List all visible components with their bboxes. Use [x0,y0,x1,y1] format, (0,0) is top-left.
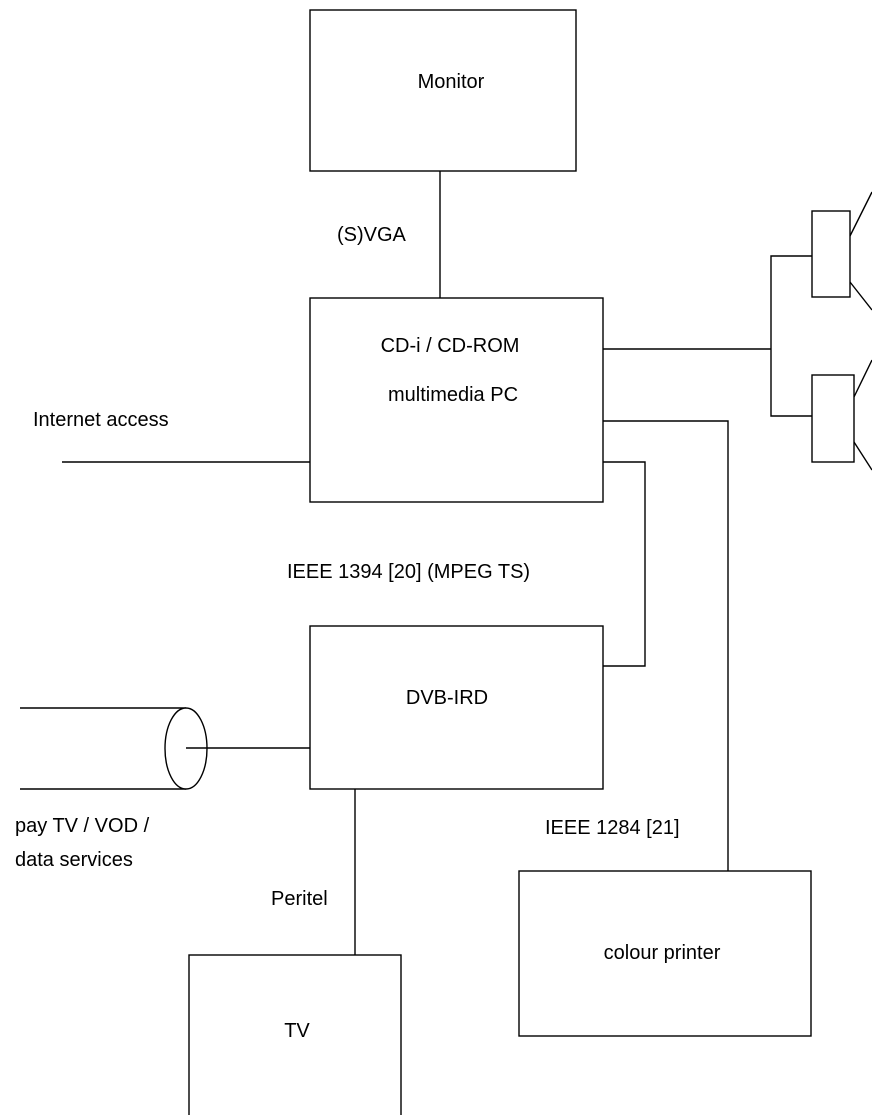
speaker-top-cone-upper [849,191,872,237]
ieee1284-wire [603,420,729,871]
speaker-top [811,191,872,311]
ird-node: DVB-IRD [309,625,604,790]
cable-label-line2: data services [15,849,133,871]
monitor-label: Monitor [418,71,485,93]
tv-label: TV [284,1020,310,1042]
speaker-bottom-cone-upper [853,359,872,398]
speaker-bottom-cone-lower [853,441,872,471]
peritel-label: Peritel [271,888,328,910]
cable-label-line1: pay TV / VOD / [15,815,150,837]
speaker-splitter [770,255,812,417]
printer-label: colour printer [604,942,721,964]
ird-box [309,625,604,790]
pc-label-line2: multimedia PC [388,384,518,406]
ieee1394-wire [603,461,646,667]
ieee1394-label: IEEE 1394 [20] (MPEG TS) [287,561,530,583]
speaker-bottom [811,359,872,471]
pc-box [309,297,604,503]
speaker-bottom-body [811,374,855,463]
monitor-box [309,9,577,172]
pc-node: CD-i / CD-ROM multimedia PC [309,297,604,503]
tv-box [188,954,402,1115]
ieee1284-label: IEEE 1284 [21] [545,817,680,839]
printer-box [518,870,812,1037]
speaker-top-cone-lower [849,281,872,311]
tv-node: TV [188,954,402,1115]
cable-input [20,707,310,790]
speaker-top-body [811,210,851,298]
ird-label: DVB-IRD [406,687,488,709]
pc-label-line1: CD-i / CD-ROM [381,335,520,357]
printer-node: colour printer [518,870,812,1037]
monitor-node: Monitor [309,9,577,172]
internet-label: Internet access [33,409,169,431]
svga-label: (S)VGA [337,224,407,246]
